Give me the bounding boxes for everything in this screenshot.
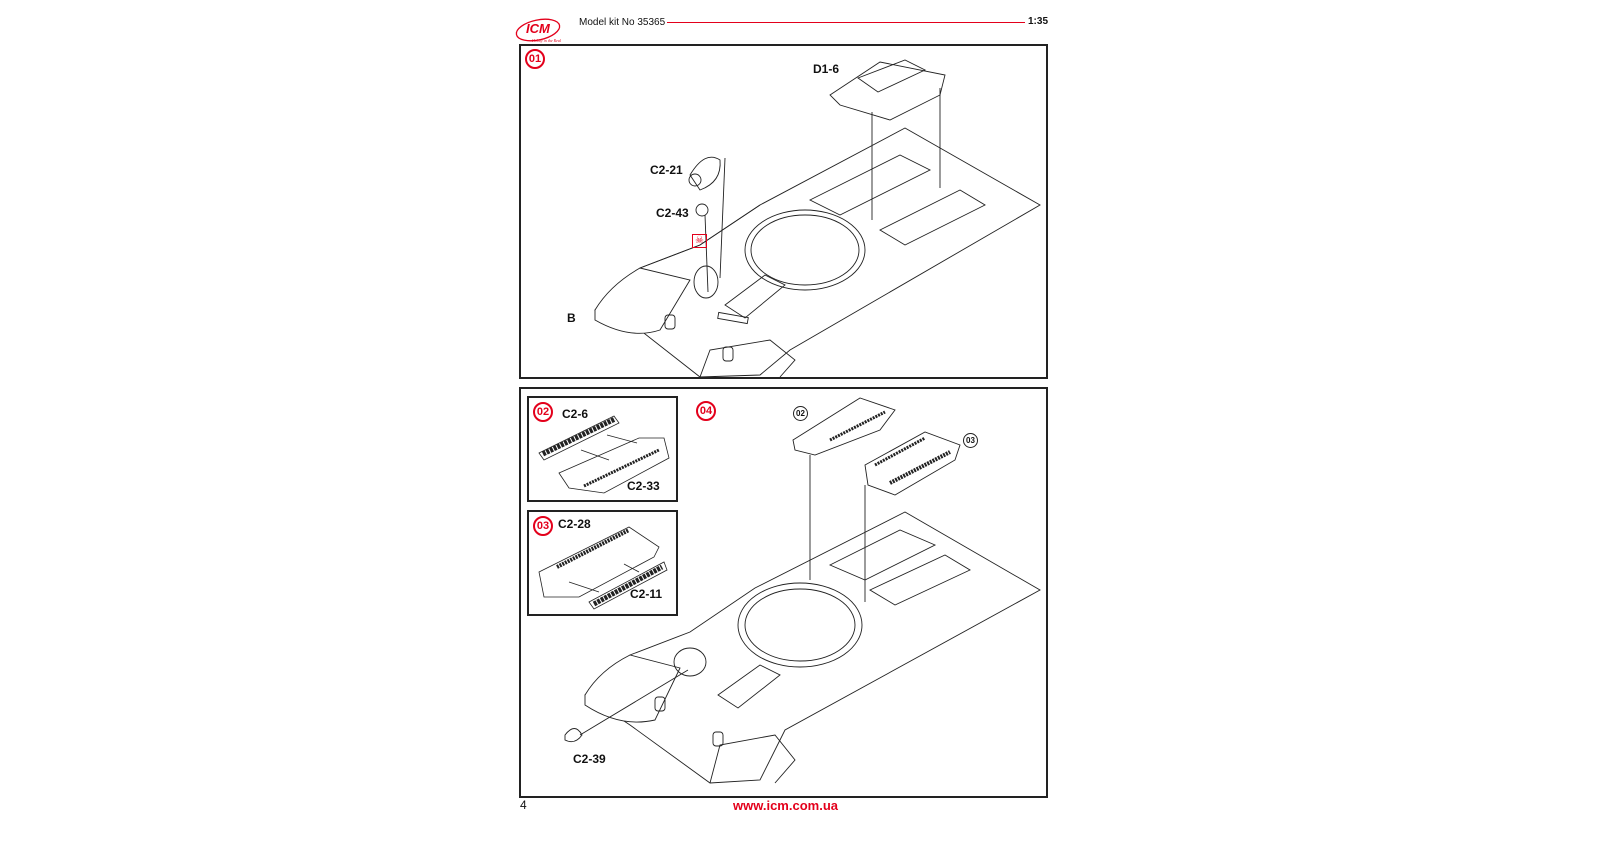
part-c2-21-drawing (688, 156, 721, 191)
step-01-marker: 01 (525, 49, 545, 69)
step-01-panel (519, 44, 1048, 379)
part-label: C2-43 (656, 206, 689, 220)
ref-step-02: 02 (793, 406, 808, 421)
part-label: C2-39 (573, 752, 606, 766)
header-rule (667, 22, 1025, 23)
step-03-marker: 03 (533, 516, 553, 536)
part-label: C2-33 (627, 479, 660, 493)
hull-step-04-drawing (584, 511, 1041, 784)
svg-text:ICM: ICM (526, 21, 551, 36)
scale-label: 1:35 (1028, 16, 1049, 27)
part-03-assembly-drawing (864, 431, 961, 496)
page-number: 4 (520, 798, 527, 812)
part-label: C2-21 (650, 163, 683, 177)
website-link[interactable]: www.icm.com.ua (733, 798, 838, 813)
part-d1-6-drawing (829, 59, 946, 121)
part-c2-39-drawing (564, 728, 583, 743)
step-02-marker: 02 (533, 402, 553, 422)
part-label: D1-6 (813, 62, 840, 76)
hull-part-b-drawing (594, 127, 1041, 378)
part-02-assembly-drawing (792, 397, 896, 456)
kit-number-label: Model kit No 35365 (579, 17, 666, 28)
icm-logo: ICM Hobby in the Real (514, 14, 566, 44)
part-label: C2-6 (562, 407, 589, 421)
part-c2-6-c2-33-drawing (538, 415, 670, 494)
glue-warning-icon: ☠ (692, 234, 707, 248)
step-04-panel (519, 387, 1048, 798)
part-c2-28-c2-11-drawing (538, 526, 668, 610)
part-c2-43-drawing (695, 203, 709, 217)
svg-text:Hobby in the Real: Hobby in the Real (531, 38, 562, 43)
step-04-marker: 04 (696, 401, 716, 421)
ref-step-03: 03 (963, 433, 978, 448)
part-label: C2-11 (630, 587, 663, 601)
part-label: C2-28 (558, 517, 591, 531)
part-label: B (567, 311, 576, 325)
